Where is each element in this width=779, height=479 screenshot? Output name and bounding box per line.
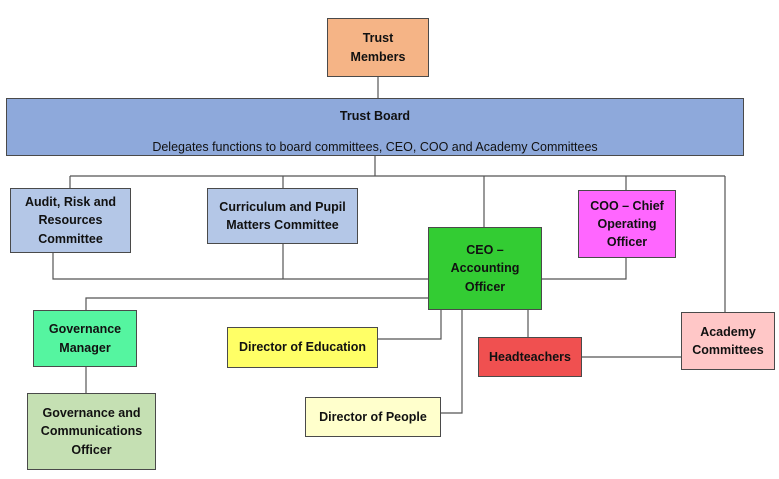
academy-committees-box: Academy Committees: [681, 312, 775, 370]
coo-box: COO – Chief Operating Officer: [578, 190, 676, 258]
ceo-box: CEO – Accounting Officer: [428, 227, 542, 310]
director-people-box: Director of People: [305, 397, 441, 437]
curriculum-committee-box: Curriculum and Pupil Matters Committee: [207, 188, 358, 244]
coo-label: COO – Chief Operating Officer: [590, 198, 664, 250]
trust-board-box: Trust Board Delegates functions to board…: [6, 98, 744, 156]
director-education-box: Director of Education: [227, 327, 378, 368]
audit-committee-label: Audit, Risk and Resources Committee: [25, 195, 116, 246]
headteachers-box: Headteachers: [478, 337, 582, 377]
director-people-label: Director of People: [319, 409, 427, 424]
trust-members-box: Trust Members: [327, 18, 429, 77]
governance-manager-label: Governance Manager: [48, 322, 122, 355]
governance-officer-label: Governance and Communications Officer: [40, 406, 143, 457]
line-board-bus: [70, 156, 725, 177]
ceo-label: CEO – Accounting Officer: [450, 243, 520, 294]
audit-committee-box: Audit, Risk and Resources Committee: [10, 188, 131, 253]
governance-manager-box: Governance Manager: [33, 310, 137, 367]
academy-committees-label: Academy Committees: [692, 324, 764, 357]
line-audit-ceo: [52, 253, 428, 280]
headteachers-label: Headteachers: [489, 349, 571, 364]
line-ceo-governance: [85, 297, 428, 310]
line-ceo-education: [378, 310, 442, 340]
trust-board-subtitle: Delegates functions to board committees,…: [152, 140, 598, 155]
trust-members-label: Trust Members: [350, 31, 406, 64]
line-coo-ceo: [542, 258, 627, 280]
line-ceo-people: [441, 310, 463, 414]
trust-board-title: Trust Board: [339, 109, 411, 123]
governance-officer-box: Governance and Communications Officer: [27, 393, 156, 470]
curriculum-committee-label: Curriculum and Pupil Matters Committee: [219, 199, 346, 232]
director-education-label: Director of Education: [238, 340, 367, 355]
